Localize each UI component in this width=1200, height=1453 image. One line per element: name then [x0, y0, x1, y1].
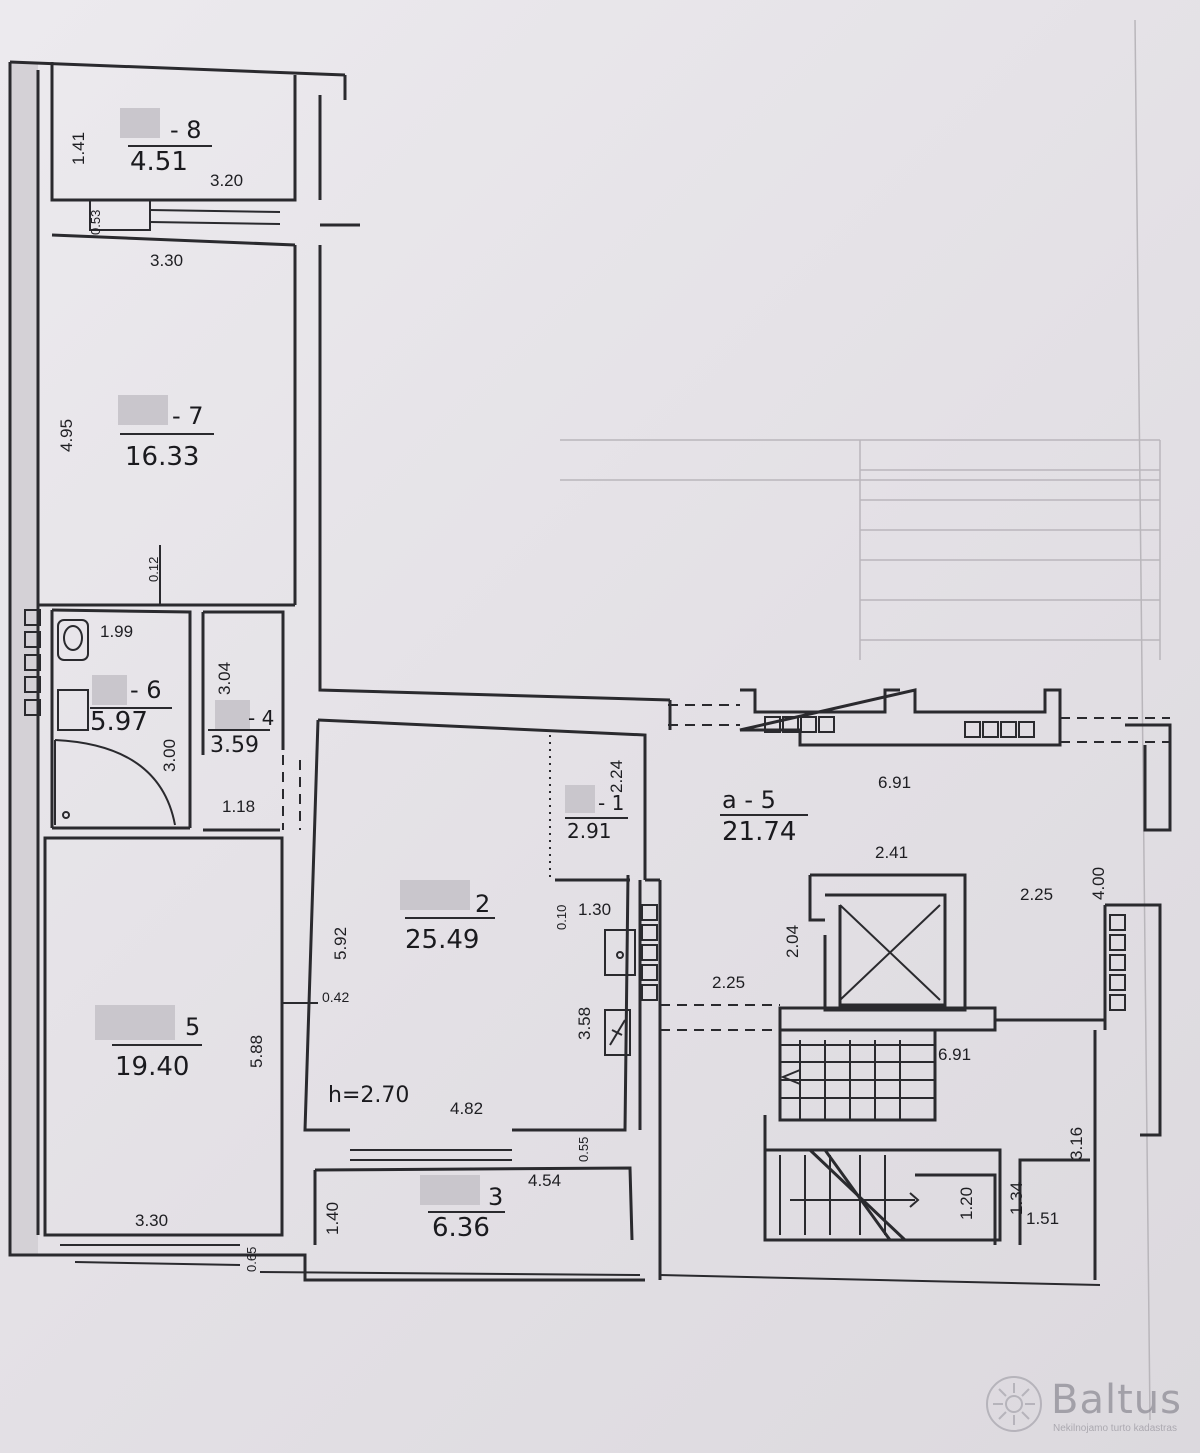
redacted-room-names: [92, 108, 595, 1205]
room-6-code: - 6: [130, 676, 162, 704]
room-3-area: 6.36: [432, 1213, 490, 1243]
dim-3-00: 3.00: [160, 739, 179, 772]
background-traces: [560, 19, 1161, 1421]
dim-1-34: 1.34: [1007, 1182, 1026, 1215]
dim-0-53: 0.53: [88, 210, 103, 235]
dim-3-04: 3.04: [215, 662, 234, 695]
watermark-tagline: Nekilnojamo turto kadastras: [1053, 1423, 1177, 1434]
room-6-area: 5.97: [90, 707, 148, 737]
dim-4-54: 4.54: [528, 1171, 561, 1190]
dim-3-30-bottom: 3.30: [135, 1211, 168, 1230]
radiator-top-right: [964, 721, 1035, 738]
dim-1-41: 1.41: [69, 132, 88, 165]
dim-1-51: 1.51: [1026, 1209, 1059, 1228]
radiator-kitchen: [641, 904, 658, 1001]
radiator-right-wall: [1109, 914, 1126, 1011]
dim-0-10: 0.10: [554, 905, 569, 930]
dim-3-16: 3.16: [1067, 1127, 1086, 1160]
sun-logo-icon: [986, 1376, 1042, 1432]
dim-2-25-right: 2.25: [1020, 885, 1053, 904]
dim-0-65: 0.65: [244, 1247, 259, 1272]
dim-3-20: 3.20: [210, 171, 243, 190]
dim-2-41: 2.41: [875, 843, 908, 862]
watermark-brand: Baltus: [1051, 1377, 1182, 1423]
radiator-left-wall: [24, 609, 41, 716]
room-1-code: - 1: [598, 791, 624, 815]
room-a5-code: a - 5: [722, 786, 776, 814]
room-8-area: 4.51: [130, 147, 188, 177]
door-openings: [282, 704, 1170, 1031]
dim-5-88: 5.88: [247, 1035, 266, 1068]
dim-0-55: 0.55: [576, 1137, 591, 1162]
dim-1-40: 1.40: [323, 1202, 342, 1235]
dim-6-91-middle: 6.91: [938, 1045, 971, 1064]
dim-4-82: 4.82: [450, 1099, 483, 1118]
room-4-code: - 4: [248, 706, 274, 730]
room-3-code: 3: [488, 1183, 503, 1211]
baltus-watermark: Baltus Nekilnojamo turto kadastras: [981, 1371, 1186, 1443]
room-4-area: 3.59: [210, 733, 259, 758]
dim-4-00: 4.00: [1089, 867, 1108, 900]
windows: [60, 199, 1101, 1286]
radiators: [24, 609, 1126, 1011]
room-2-area: 25.49: [405, 925, 479, 955]
dim-1-18: 1.18: [222, 797, 255, 816]
dim-0-42: 0.42: [322, 989, 349, 1005]
dim-2-25-left: 2.25: [712, 973, 745, 992]
dim-1-20: 1.20: [957, 1187, 976, 1220]
room-labels: - 8 4.51 - 7 16.33 - 6 5.97 - 4 3.59 - 1…: [90, 116, 808, 1243]
stairwell: [739, 688, 1172, 1280]
radiator-top-left: [764, 716, 835, 733]
room-7-area: 16.33: [125, 442, 199, 472]
room-5-area: 19.40: [115, 1052, 189, 1082]
room-5-code: 5: [185, 1013, 200, 1041]
dim-0-12: 0.12: [146, 557, 161, 582]
dim-6-91-top: 6.91: [878, 773, 911, 792]
dim-1-30: 1.30: [578, 900, 611, 919]
dim-1-99: 1.99: [100, 622, 133, 641]
bathroom-fixtures: [54, 619, 636, 1056]
dim-3-30-top: 3.30: [150, 251, 183, 270]
dimension-ticks: [159, 545, 318, 1004]
room-a5-area: 21.74: [722, 817, 796, 847]
room-8-code: - 8: [170, 116, 202, 144]
dimension-labels: 1.41 3.20 0.53 3.30 4.95 0.12 1.99 3.04 …: [57, 132, 1108, 1272]
dim-3-58: 3.58: [575, 1007, 594, 1040]
dim-2-04: 2.04: [783, 925, 802, 958]
dim-4-95: 4.95: [57, 419, 76, 452]
ceiling-height: h=2.70: [328, 1083, 409, 1108]
dim-2-24: 2.24: [607, 760, 626, 793]
room-1-area: 2.91: [567, 819, 612, 843]
room-2-code: 2: [475, 890, 490, 918]
dim-5-92: 5.92: [331, 927, 350, 960]
room-7-code: - 7: [172, 402, 204, 430]
